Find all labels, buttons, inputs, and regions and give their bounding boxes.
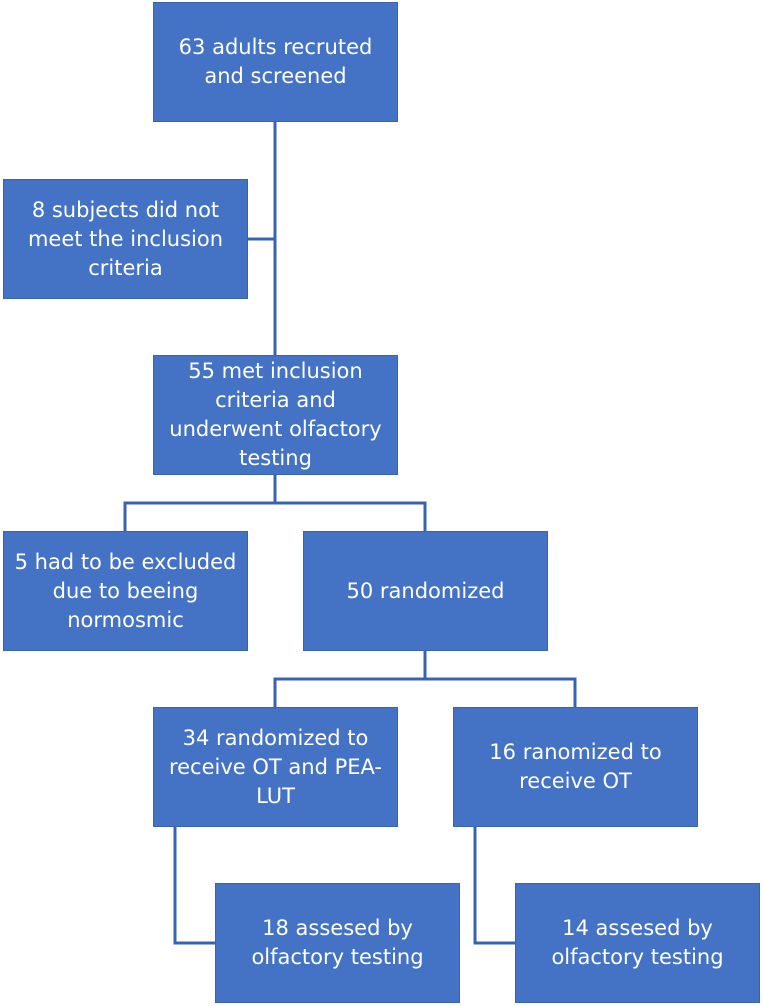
node-met-inclusion-text: 55 met inclusion criteria and underwent … xyxy=(169,359,382,470)
node-randomized: 50 randomized xyxy=(303,531,548,651)
node-excluded-normosmic-text: 5 had to be excluded due to beeing normo… xyxy=(14,549,237,632)
node-excluded-inclusion: 8 subjects did not meet the inclusion cr… xyxy=(3,179,248,299)
node-randomized-text: 50 randomized xyxy=(346,578,505,603)
connector-split-bar-2 xyxy=(273,677,577,707)
node-excluded-inclusion-text: 8 subjects did not meet the inclusion cr… xyxy=(27,197,224,280)
node-excluded-normosmic: 5 had to be excluded due to beeing normo… xyxy=(3,531,248,651)
connector-arm1-assess xyxy=(173,827,215,945)
node-assessed-arm1: 18 assesed by olfactory testing xyxy=(215,883,460,1003)
node-recruited-text: 63 adults recruted and screened xyxy=(178,35,373,88)
node-assessed-arm2: 14 assesed by olfactory testing xyxy=(515,883,760,1003)
connector-split-bar-1 xyxy=(123,501,427,531)
node-arm-ot-text: 16 ranomized to receive OT xyxy=(489,740,662,793)
connector-arm2-assess xyxy=(473,827,515,945)
node-arm-ot: 16 ranomized to receive OT xyxy=(453,707,698,827)
node-assessed-arm1-text: 18 assesed by olfactory testing xyxy=(251,916,424,969)
node-arm-ot-pealut: 34 randomized to receive OT and PEA-LUT xyxy=(153,707,398,827)
node-assessed-arm2-text: 14 assesed by olfactory testing xyxy=(551,916,724,969)
node-met-inclusion: 55 met inclusion criteria and underwent … xyxy=(153,355,398,475)
node-arm-ot-pealut-text: 34 randomized to receive OT and PEA-LUT xyxy=(168,725,383,808)
node-recruited: 63 adults recruted and screened xyxy=(153,2,398,122)
